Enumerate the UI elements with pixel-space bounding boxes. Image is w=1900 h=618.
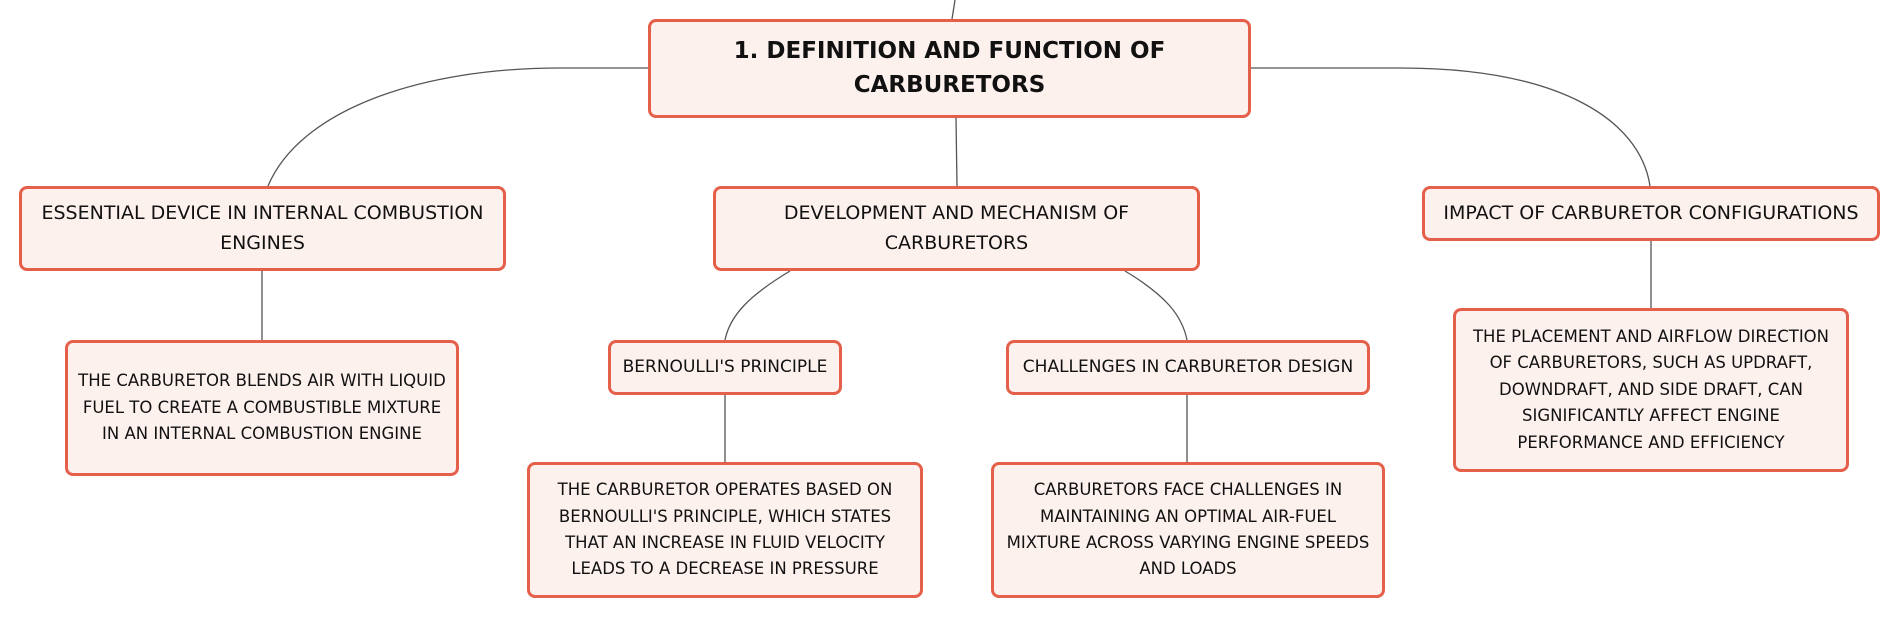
detail-label-blends-air-fuel: THE CARBURETOR BLENDS AIR WITH LIQUID FU… bbox=[78, 371, 446, 444]
detail-label-placement-airflow: THE PLACEMENT AND AIRFLOW DIRECTION OF C… bbox=[1472, 327, 1830, 452]
detail-node-bernoulli-explanation[interactable]: THE CARBURETOR OPERATES BASED ON BERNOUL… bbox=[527, 462, 923, 598]
topic-label-impact-configurations: IMPACT OF CARBURETOR CONFIGURATIONS bbox=[1443, 201, 1859, 224]
connector-root-to-essential bbox=[267, 67, 648, 187]
subtopic-node-design-challenges[interactable]: CHALLENGES IN CARBURETOR DESIGN bbox=[1006, 340, 1370, 395]
subtopic-label-design-challenges: CHALLENGES IN CARBURETOR DESIGN bbox=[1022, 357, 1354, 378]
connector-development-to-bernoulli bbox=[724, 270, 791, 341]
topic-node-essential-device[interactable]: ESSENTIAL DEVICE IN INTERNAL COMBUSTION … bbox=[19, 186, 506, 271]
connector-parent-to-root bbox=[951, 0, 956, 20]
topic-node-development-mechanism[interactable]: DEVELOPMENT AND MECHANISM OF CARBURETORS bbox=[713, 186, 1200, 271]
topic-label-essential-device: ESSENTIAL DEVICE IN INTERNAL COMBUSTION … bbox=[41, 202, 484, 254]
detail-node-placement-airflow[interactable]: THE PLACEMENT AND AIRFLOW DIRECTION OF C… bbox=[1453, 308, 1849, 472]
subtopic-label-bernoulli-principle: BERNOULLI'S PRINCIPLE bbox=[622, 357, 828, 378]
detail-label-bernoulli-explanation: THE CARBURETOR OPERATES BASED ON BERNOUL… bbox=[557, 480, 893, 579]
root-topic-node[interactable]: 1. DEFINITION AND FUNCTION OF CARBURETOR… bbox=[648, 19, 1251, 118]
subtopic-node-bernoulli-principle[interactable]: BERNOULLI'S PRINCIPLE bbox=[608, 340, 842, 395]
topic-node-impact-configurations[interactable]: IMPACT OF CARBURETOR CONFIGURATIONS bbox=[1422, 186, 1880, 241]
root-topic-label: 1. DEFINITION AND FUNCTION OF CARBURETOR… bbox=[733, 38, 1166, 98]
detail-node-blends-air-fuel[interactable]: THE CARBURETOR BLENDS AIR WITH LIQUID FU… bbox=[65, 340, 459, 476]
connector-development-to-challenges bbox=[1124, 270, 1188, 341]
connector-root-to-impact bbox=[1251, 67, 1651, 187]
connector-root-to-development bbox=[955, 117, 958, 187]
topic-label-development-mechanism: DEVELOPMENT AND MECHANISM OF CARBURETORS bbox=[783, 202, 1130, 254]
detail-label-challenges-explanation: CARBURETORS FACE CHALLENGES IN MAINTAINI… bbox=[1006, 480, 1370, 579]
detail-node-challenges-explanation[interactable]: CARBURETORS FACE CHALLENGES IN MAINTAINI… bbox=[991, 462, 1385, 598]
